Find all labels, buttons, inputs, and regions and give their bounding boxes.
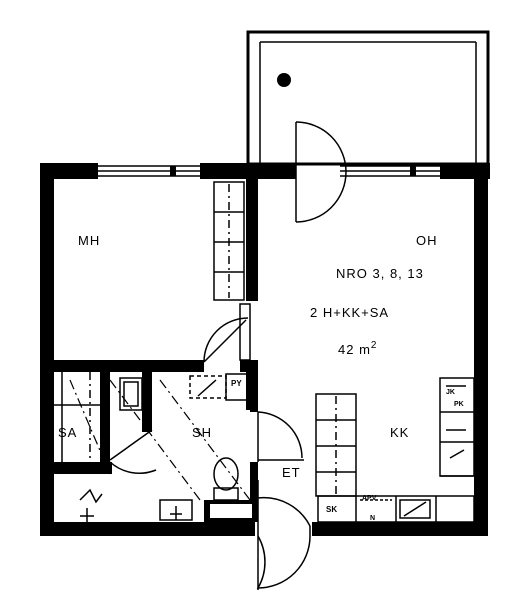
fixture-label-py: PY: [231, 379, 242, 388]
washing-machine-spot: [225, 373, 251, 401]
bedroom-door: [203, 317, 249, 363]
balcony-door: [295, 121, 347, 223]
shower-lines: [69, 379, 251, 501]
sauna-door: [109, 429, 157, 475]
wardrobe-hall: [239, 303, 251, 361]
fixture-label-jk: JK: [446, 389, 455, 396]
toilet: [213, 457, 239, 501]
apartment-area: 42 m2: [338, 340, 377, 357]
window-oh: [340, 165, 440, 177]
room-label-kk: KK: [390, 425, 409, 440]
bathroom-door: [257, 411, 304, 462]
heater-pipe: [79, 488, 103, 522]
balcony-drain-dot: [277, 73, 291, 87]
kitchen-counter-bottom: [317, 495, 475, 523]
fixture-label-sk: SK: [326, 505, 337, 514]
entrance-door: [256, 480, 311, 590]
apartment-numbers: NRO 3, 8, 13: [336, 266, 424, 281]
room-label-sa: SA: [58, 425, 77, 440]
window-mh: [98, 165, 200, 177]
outer-walls: [40, 163, 490, 536]
fixture-label-apv: APV: [362, 495, 377, 502]
kitchen-counter-right: [439, 377, 475, 477]
wardrobe-mh: [213, 181, 245, 301]
fixture-label-n: N: [370, 515, 375, 522]
room-label-mh: MH: [78, 233, 100, 248]
room-label-et: ET: [282, 465, 301, 480]
balcony: [246, 30, 490, 166]
washbasin: [159, 499, 193, 521]
sauna-stove: [119, 377, 143, 411]
sauna-bench: [54, 372, 100, 462]
shower-drain: [189, 375, 227, 399]
fixture-label-pk: PK: [454, 401, 464, 408]
room-label-oh: OH: [416, 233, 438, 248]
kitchen-counter-left: [315, 393, 357, 497]
apartment-layout: 2 H+KK+SA: [310, 305, 389, 320]
room-label-sh: SH: [192, 425, 212, 440]
interior-walls: [54, 179, 258, 522]
